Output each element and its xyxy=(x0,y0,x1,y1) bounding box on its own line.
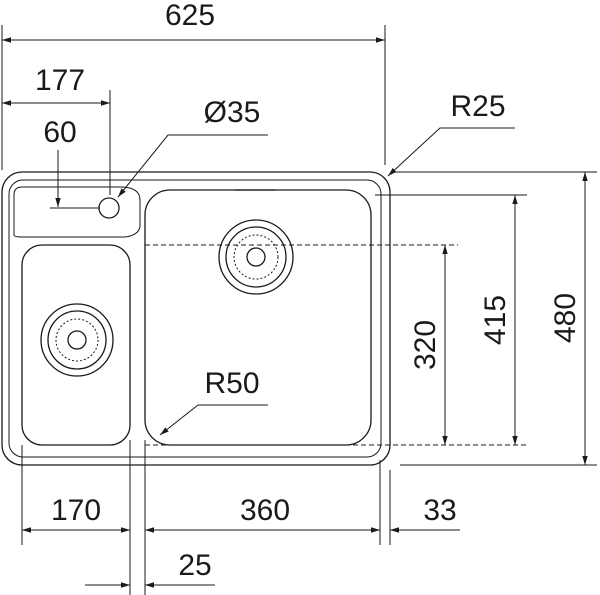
tap-ledge xyxy=(13,186,141,238)
dim-rim-edge: 33 xyxy=(390,494,460,533)
svg-text:415: 415 xyxy=(479,295,512,345)
main-bowl xyxy=(144,189,372,446)
svg-text:360: 360 xyxy=(240,494,290,527)
svg-text:33: 33 xyxy=(423,494,456,527)
inner-rim xyxy=(8,179,382,458)
dim-tap-offset: 60 xyxy=(43,116,100,209)
svg-text:Ø35: Ø35 xyxy=(204,96,261,129)
svg-text:625: 625 xyxy=(165,0,215,32)
dim-main-bowl-depth: 320 xyxy=(409,245,448,445)
svg-text:480: 480 xyxy=(549,293,582,343)
svg-text:60: 60 xyxy=(43,116,76,149)
dim-main-bowl-width: 360 xyxy=(145,494,380,533)
dim-bowl-depth-total: 415 xyxy=(479,195,518,445)
svg-text:320: 320 xyxy=(409,320,442,370)
svg-text:170: 170 xyxy=(51,494,101,527)
dim-inner-radius: R50 xyxy=(159,367,268,436)
dim-overall-depth: 480 xyxy=(549,172,588,465)
sink-body xyxy=(1,171,391,466)
drain-small-bowl xyxy=(40,303,114,377)
dim-tap-ledge: 177 xyxy=(2,64,111,195)
dim-tap-diameter: Ø35 xyxy=(117,96,268,198)
small-bowl xyxy=(21,244,131,446)
svg-text:R25: R25 xyxy=(450,90,505,123)
dim-divider-width: 25 xyxy=(85,549,215,588)
svg-text:25: 25 xyxy=(178,549,211,582)
dim-outer-radius: R25 xyxy=(387,90,515,177)
outer-rim xyxy=(1,171,391,466)
dim-small-bowl-width: 170 xyxy=(22,494,130,533)
dim-overall-width: 625 xyxy=(1,0,386,170)
drain-main-bowl xyxy=(218,219,294,295)
svg-text:177: 177 xyxy=(35,64,85,97)
tap-hole xyxy=(98,197,120,219)
svg-text:R50: R50 xyxy=(204,367,259,400)
